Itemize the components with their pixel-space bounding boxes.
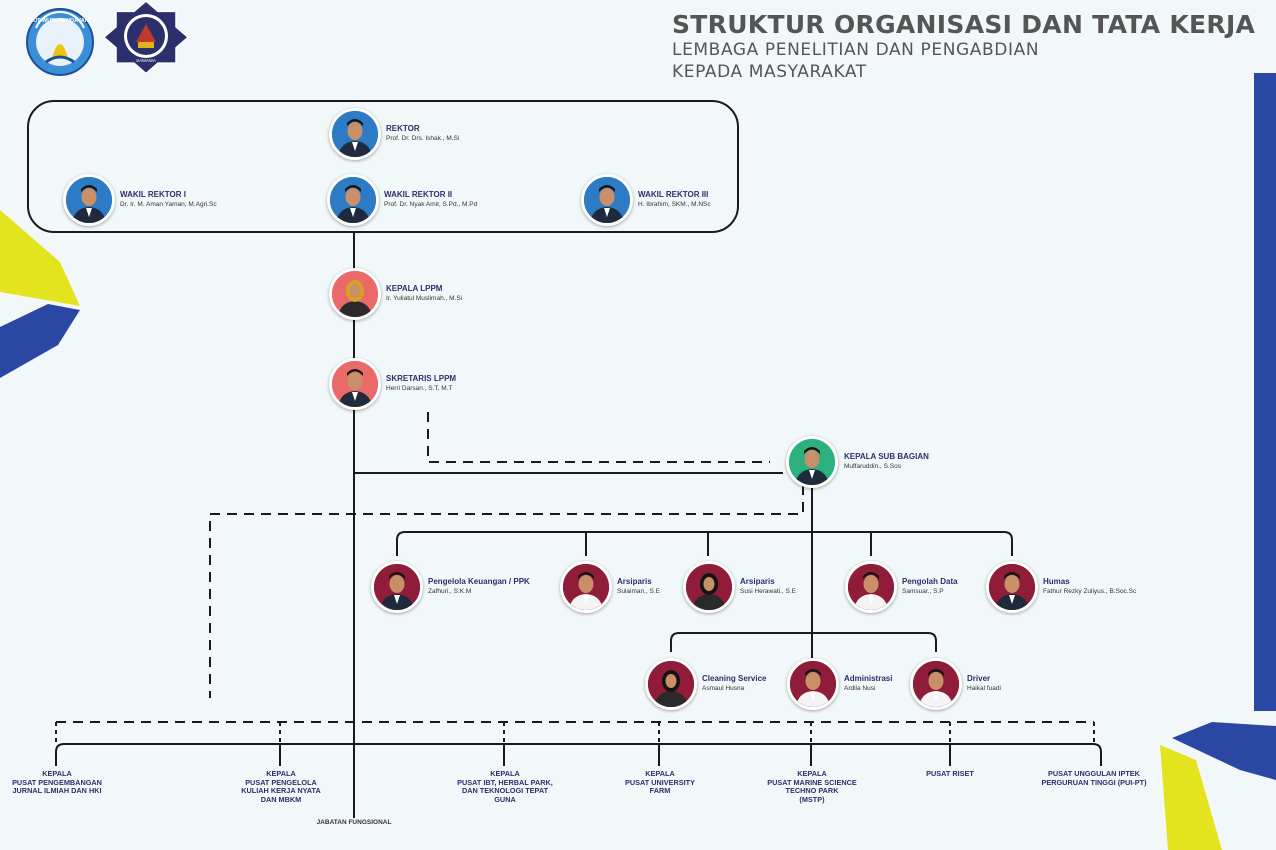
unit-label-pui-pt: PUSAT UNGGULAN IPTEK PERGURUAN TINGGI (P… [1041, 769, 1147, 787]
node-name: Susi Herawati., S.E [740, 588, 796, 595]
avatar [329, 358, 381, 410]
avatar [787, 658, 839, 710]
node-role: SKRETARIS LPPM [386, 374, 457, 383]
node-name: Sulaiman., S.E [617, 588, 660, 595]
avatar [327, 174, 379, 226]
unit-label-jurnal-hki: KEPALA PUSAT PENGEMBANGAN JURNAL ILMIAH … [12, 769, 102, 796]
avatar [329, 268, 381, 320]
avatar [560, 561, 612, 613]
avatar [329, 108, 381, 160]
avatar [581, 174, 633, 226]
node-name: Muffaruddin., S.Sos [844, 463, 901, 470]
node-role: WAKIL REKTOR III [638, 190, 709, 199]
avatar [683, 561, 735, 613]
staff-row-connector [396, 531, 1013, 556]
avatar [910, 658, 962, 710]
node-name: Samsuar., S.P [902, 588, 944, 595]
node-role: WAKIL REKTOR II [384, 190, 453, 199]
node-name: Herri Darsan., S.T, M.T [386, 385, 453, 392]
avatar [786, 436, 838, 488]
node-role: WAKIL REKTOR I [120, 190, 186, 199]
node-role: REKTOR [386, 124, 420, 133]
node-name: Prof. Dr. Drs. Ishak., M.Si [386, 135, 460, 142]
avatar [986, 561, 1038, 613]
rector-group-box [27, 100, 739, 233]
node-name: Ardila Nusi [844, 685, 876, 692]
node-role: Arsiparis [617, 577, 652, 586]
jabatan-fungsional-label: JABATAN FUNGSIONAL [316, 819, 392, 826]
svg-text:TUT WURI HANDAYANI: TUT WURI HANDAYANI [30, 18, 91, 24]
kasubag-dashed-link [209, 485, 804, 698]
page-subtitle-line-1: LEMBAGA PENELITIAN DAN PENGABDIAN [672, 40, 1040, 60]
avatar [63, 174, 115, 226]
node-name: Prof. Dr. Nyak Amir, S.Pd., M.Pd [384, 201, 478, 208]
units-row-connector [55, 743, 1102, 766]
node-name: Zafhuri., S.K.M [428, 588, 472, 595]
svg-text:SAMAWA: SAMAWA [136, 58, 156, 63]
node-name: H. Ibrahim, SKM., M.NSc [638, 201, 711, 208]
node-role: Pengolah Data [902, 577, 958, 586]
node-role: Arsiparis [740, 577, 775, 586]
university-seal-logo: SAMAWA [102, 0, 190, 75]
yellow-accent-left [0, 210, 80, 306]
node-role: Administrasi [844, 674, 893, 683]
node-role: KEPALA SUB BAGIAN [844, 452, 929, 461]
yellow-accent-right [1160, 745, 1222, 850]
blue-accent-right [1172, 722, 1276, 780]
unit-label-kkn-mbkm: KEPALA PUSAT PENGELOLA KULIAH KERJA NYAT… [241, 769, 321, 804]
node-name: Haikal fuadi [967, 685, 1001, 692]
services-row-connector [670, 632, 937, 652]
unit-label-university-farm: KEPALA PUSAT UNIVERSITY FARM [624, 769, 696, 796]
avatar [645, 658, 697, 710]
page-subtitle-line-2: KEPADA MASYARAKAT [672, 62, 867, 82]
node-name: Dr. Ir. M. Aman Yaman, M.Agri.Sc [120, 201, 217, 208]
page-title: STRUKTUR ORGANISASI DAN TATA KERJA [672, 10, 1256, 39]
blue-accent-left [0, 304, 80, 378]
avatar [371, 561, 423, 613]
node-role: Driver [967, 674, 991, 683]
unit-label-pusat-riset: PUSAT RISET [926, 769, 974, 778]
node-role: KEPALA LPPM [386, 284, 443, 293]
unit-label-ibt-herbal-park: KEPALA PUSAT IBT, HERBAL PARK, DAN TEKNO… [457, 769, 553, 804]
node-name: Asmaul Husna [702, 685, 745, 692]
node-name: Ir. Yuliatul Muslimah., M.Si [386, 295, 463, 302]
node-role: Cleaning Service [702, 674, 767, 683]
node-name: Fathur Rezky Zuliyus., B.Soc.Sc [1043, 588, 1137, 595]
secretary-dashed-link [427, 412, 770, 463]
tut-wuri-handayani-logo: TUT WURI HANDAYANI [26, 8, 94, 76]
node-role: Pengelola Keuangan / PPK [428, 577, 530, 586]
unit-label-mstp: KEPALA PUSAT MARINE SCIENCE TECHNO PARK … [767, 769, 857, 804]
node-role: Humas [1043, 577, 1070, 586]
blue-bar-right [1254, 73, 1276, 711]
avatar [845, 561, 897, 613]
